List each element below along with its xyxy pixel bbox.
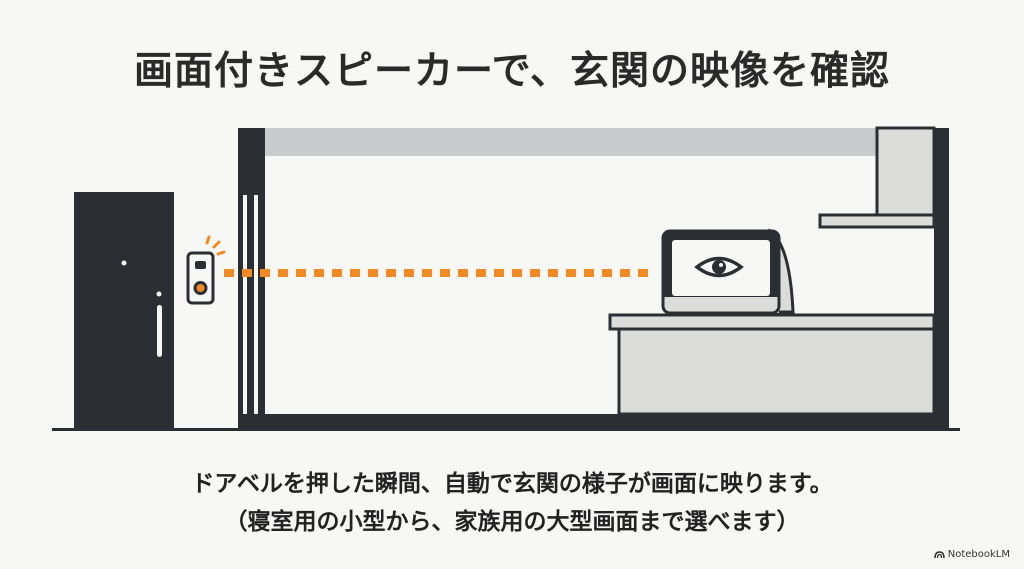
wall-right xyxy=(934,128,949,428)
brand-badge: NotebookLM xyxy=(934,549,1010,560)
counter-body xyxy=(617,327,936,416)
notebooklm-logo-icon xyxy=(934,550,945,558)
upper-cabinet xyxy=(875,126,936,217)
brand-label: NotebookLM xyxy=(947,549,1010,560)
wall-left-window-line-1 xyxy=(243,195,247,417)
floor-slab xyxy=(238,414,949,428)
ceiling-band xyxy=(265,128,949,156)
eye-icon xyxy=(694,256,744,278)
page-title: 画面付きスピーカーで、玄関の映像を確認 xyxy=(133,49,891,94)
front-door xyxy=(74,192,174,428)
door-handle xyxy=(157,305,162,357)
ground-line xyxy=(52,428,960,431)
door-lock xyxy=(156,291,162,297)
speaker-grille xyxy=(663,297,779,313)
door-peephole xyxy=(121,260,127,266)
wall-shelf xyxy=(818,213,936,229)
wall-left-window-line-2 xyxy=(254,195,258,417)
house-cross-section xyxy=(238,126,949,428)
ring-signal-icon xyxy=(205,235,226,256)
caption-line-1: ドアベルを押した瞬間、自動で玄関の様子が画面に映ります。 xyxy=(191,471,833,497)
counter-top xyxy=(608,313,936,331)
smart-display-device xyxy=(661,228,795,315)
doorbell-icon xyxy=(186,251,215,305)
wall-left xyxy=(238,128,265,428)
caption-line-2: （寝室用の小型から、家族用の大型画面まで選べます） xyxy=(224,509,800,535)
